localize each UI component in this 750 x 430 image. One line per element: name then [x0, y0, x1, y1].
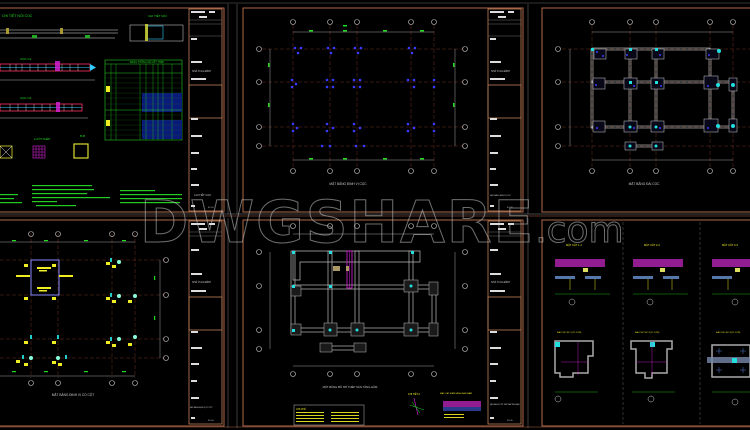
detail-a: CHI TIẾT A	[408, 393, 425, 416]
sheet-pile-cap-details[interactable]: MẶT CẮT 1-1 MẶT CẮT 2-2 MẶT CẮT 3-3	[541, 219, 750, 427]
sheet-title: MẶT BẰNG ĐỊNH VỊ CỔ CỘT	[190, 406, 212, 409]
section-1-1: MẶT CẮT 1-1	[555, 242, 610, 306]
drawing-title: MẶT BẰNG BỐ TRÍ THÉP SÀN TẦNG HẦM	[323, 384, 378, 389]
sheet-pile-layout[interactable]: MẶT BẰNG ĐỊNH VỊ CỌC	[236, 4, 529, 214]
pile-caps	[290, 279, 439, 353]
splice-detail: CHI TIẾT NỐI	[129, 13, 184, 42]
title-block-sheet-4: NHÀ Ở GIA ĐÌNH MẶT BẰNG ĐỊNH VỊ CỔ CỘT K…	[188, 220, 223, 425]
section-title: MẶT CẮT ĐIỂN HÌNH SÀN HẦM	[440, 392, 472, 395]
axis-bubbles	[256, 19, 468, 174]
pile-c2-label: CỌC C2	[20, 96, 32, 100]
footing-dc2: ĐÀI CỌC ĐC-2 (TL 1/25)	[630, 331, 675, 403]
axis-bubbles	[555, 19, 736, 174]
dimension-text	[268, 25, 455, 160]
typical-section: MẶT CẮT ĐIỂN HÌNH SÀN HẦM	[440, 392, 481, 418]
footing-title: ĐÀI CỌC ĐC-2 (TL 1/25)	[635, 331, 660, 334]
pile-c1-label: CỌC C1	[20, 57, 32, 61]
project-name: NHÀ Ở GIA ĐÌNH	[192, 70, 211, 73]
section-label: B-B	[80, 134, 85, 138]
project-name: NHÀ Ở GIA ĐÌNH	[192, 281, 211, 284]
footing-dc1: ĐÀI CỌC ĐC-1 (TL 1/25)	[554, 331, 598, 403]
section-3-3: MẶT CẮT 3-3	[712, 242, 750, 306]
pile-c1-drawing	[0, 61, 96, 81]
project-name: NHÀ Ở GIA ĐÌNH	[491, 281, 510, 284]
footing-title: ĐÀI CỌC ĐC-1 (TL 1/25)	[557, 331, 582, 334]
column-stubs	[591, 48, 735, 148]
dimension-lines	[569, 31, 733, 161]
title-block-sheet-1: NHÀ Ở GIA ĐÌNH CHI TIẾT CỌC KC-01	[188, 8, 223, 212]
column-stubs	[22, 258, 112, 359]
sheet-number: KC-04	[208, 420, 215, 422]
piles	[595, 51, 710, 129]
columns	[292, 251, 414, 332]
sheet-title: MẶT BẰNG BỐ TRÍ THÉP SÀN TẦNG HẦM	[490, 403, 520, 406]
section-title: MẶT CẮT 2-2	[644, 242, 660, 247]
sheet-pile-cap-plan[interactable]: MẶT BẰNG ĐÀI CỌC	[541, 7, 750, 213]
sheet-title: CHI TIẾT CỌC	[194, 192, 211, 197]
pile-splice-drawing	[0, 28, 118, 39]
axis-bubbles	[28, 231, 169, 386]
dimension-text	[12, 240, 156, 373]
project-name: NHÀ Ở GIA ĐÌNH	[491, 70, 510, 73]
steel-schedule-table: BẢNG THỐNG KÊ CỐT THÉP	[104, 59, 183, 141]
section-title: MẶT CẮT 1-1	[566, 242, 582, 247]
drawing-title: MẶT BẰNG ĐỊNH VỊ CỌC	[329, 181, 367, 186]
sheet-number: KC-05	[507, 420, 514, 422]
footing-title: ĐÀI CỌC ĐC-3 (TL 1/25)	[716, 331, 741, 334]
mesh-label: LƯỚI THÉP	[34, 136, 50, 141]
sheet-basement-slab-plan[interactable]: MẶT BẰNG BỐ TRÍ THÉP SÀN TẦNG HẦM GHI CH…	[236, 218, 529, 428]
sheet-column-stub-plan[interactable]: MẶT BẰNG ĐỊNH VỊ CỔ CỘT	[0, 218, 229, 428]
sheet-number: KC-02	[507, 207, 514, 209]
column-labels	[16, 262, 132, 366]
pile-c2-drawing	[0, 102, 88, 119]
drawing-title: MẶT BẰNG ĐỊNH VỊ CỔ CỘT	[52, 392, 94, 397]
sheet-number: KC-01	[208, 207, 215, 209]
dimension-lines	[269, 233, 456, 367]
title-block-sheet-2: NHÀ Ở GIA ĐÌNH MẶT BẰNG ĐỊNH VỊ CỌC KC-0…	[487, 8, 522, 212]
drawing-title: MẶT BẰNG ĐÀI CỌC	[629, 181, 660, 186]
axis-bubbles	[256, 223, 468, 377]
section-2-2: MẶT CẮT 2-2	[633, 242, 688, 306]
table-title: BẢNG THỐNG KÊ CỐT THÉP	[130, 61, 164, 64]
dimension-lines	[0, 241, 161, 377]
detail-a-title: CHI TIẾT A	[408, 393, 420, 396]
rebar-highlight	[333, 250, 353, 289]
selection-box[interactable]	[30, 259, 60, 296]
notes-title: GHI CHÚ	[296, 408, 306, 411]
pile-caps	[592, 48, 738, 151]
pile-groups	[290, 46, 436, 148]
pile-splice-title: CHI TIẾT NỐI CỌC	[2, 13, 33, 18]
dimension-lines	[269, 31, 456, 161]
sheet-pile-detail[interactable]: CHI TIẾT NỐI CỌC CỌC C1 CỌC C2	[0, 4, 229, 214]
notes-box: GHI CHÚ	[293, 404, 365, 426]
section-title: MẶT CẮT 3-3	[722, 242, 738, 247]
title-block-sheet-5: NHÀ Ở GIA ĐÌNH MẶT BẰNG BỐ TRÍ THÉP SÀN …	[487, 220, 522, 425]
grid-lines	[0, 233, 165, 378]
svg-text:CHI TIẾT NỐI: CHI TIẾT NỐI	[148, 13, 167, 18]
sheet-title: MẶT BẰNG ĐỊNH VỊ CỌC	[490, 194, 512, 197]
column-markers	[29, 260, 137, 360]
pile-sections: LƯỚI THÉP B-B	[0, 134, 89, 159]
footing-dc3: ĐÀI CỌC ĐC-3 (TL 1/25)	[707, 331, 750, 406]
notes-block	[0, 185, 182, 207]
grid-lines	[262, 25, 465, 168]
